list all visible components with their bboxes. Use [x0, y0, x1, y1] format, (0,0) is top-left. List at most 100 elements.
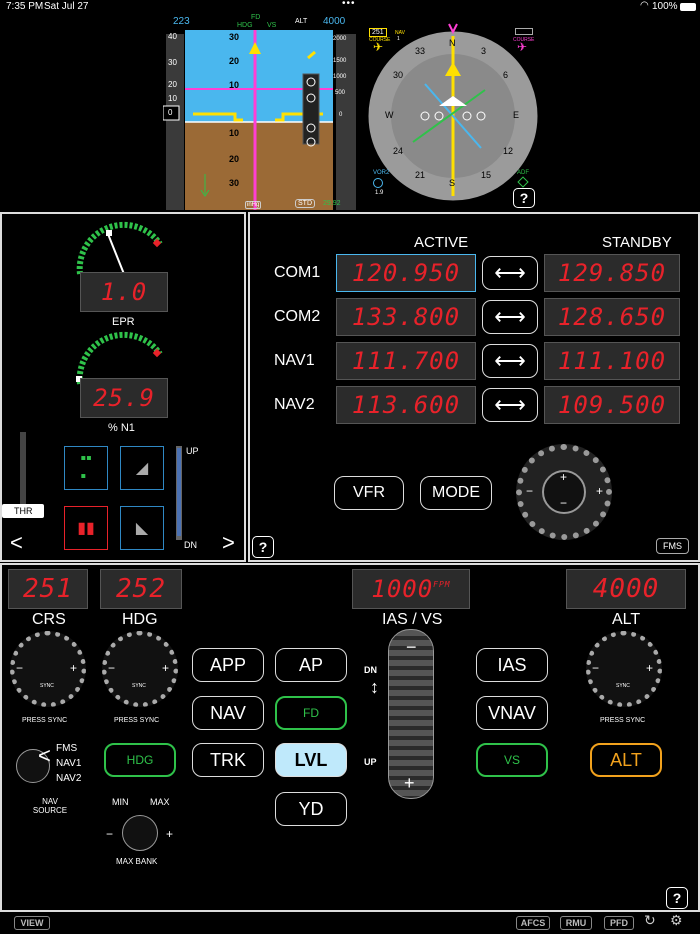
- app-button[interactable]: APP: [192, 648, 264, 682]
- radio-row: COM1 120.950⟷129.850: [250, 254, 700, 294]
- settings-gear-icon[interactable]: ⚙: [670, 912, 683, 928]
- standby-frequency[interactable]: 109.500: [544, 386, 680, 424]
- vs-thumbwheel[interactable]: [388, 629, 434, 799]
- refresh-icon[interactable]: ↻: [644, 912, 656, 928]
- wifi-icon: ◠: [640, 0, 649, 11]
- active-frequency[interactable]: 120.950: [336, 254, 476, 292]
- alt-display: 4000: [566, 569, 686, 609]
- next-page-button[interactable]: >: [222, 530, 235, 555]
- nav-number: 1: [397, 36, 400, 42]
- ap-button[interactable]: AP: [275, 648, 347, 682]
- hdg-knob[interactable]: [102, 631, 178, 707]
- flaps-button[interactable]: ◣: [120, 506, 164, 550]
- afcs-button[interactable]: AFCS: [516, 916, 550, 930]
- course-readout: 251: [369, 28, 387, 37]
- crs-display: 251: [8, 569, 88, 609]
- compass-label: 6: [503, 70, 509, 80]
- speed-tape-label: 30: [168, 58, 177, 67]
- active-frequency[interactable]: 113.600: [336, 386, 476, 424]
- inner-minus-icon: −: [560, 496, 568, 510]
- wing-icon: ◢: [135, 460, 149, 477]
- flap-icon: ◣: [135, 520, 149, 537]
- radio-name: NAV1: [274, 352, 315, 369]
- radio-name: COM2: [274, 308, 321, 325]
- compass-label: N: [449, 38, 456, 48]
- hsi-display[interactable]: N 3 6 E 12 15 S 21 24 W 30 33 251 COURSE…: [365, 14, 540, 212]
- view-button[interactable]: VIEW: [14, 916, 50, 930]
- mode-button[interactable]: MODE: [420, 476, 492, 510]
- active-frequency[interactable]: 133.800: [336, 298, 476, 336]
- crs-knob[interactable]: [10, 631, 86, 707]
- tuning-knob-inner[interactable]: [542, 470, 586, 514]
- bank-min-label: MIN: [112, 797, 129, 807]
- vor2-circle-icon: [373, 178, 383, 188]
- standby-frequency[interactable]: 129.850: [544, 254, 680, 292]
- swap-button[interactable]: ⟷: [482, 388, 538, 422]
- active-frequency[interactable]: 111.700: [336, 342, 476, 380]
- swap-button[interactable]: ⟷: [482, 256, 538, 290]
- alt-tape-label: 0: [339, 112, 343, 118]
- vs-button[interactable]: VS: [476, 743, 548, 777]
- swap-button[interactable]: ⟷: [482, 344, 538, 378]
- vfr-button[interactable]: VFR: [334, 476, 404, 510]
- nav-source-label: NAV SOURCE: [32, 797, 68, 815]
- wheel-plus-icon: +: [404, 773, 415, 793]
- compass-label: 12: [503, 146, 514, 156]
- help-button-hsi[interactable]: ?: [513, 188, 535, 208]
- prev-page-button[interactable]: <: [10, 530, 23, 555]
- alt-knob[interactable]: [586, 631, 662, 707]
- alt-press-sync: PRESS SYNC: [600, 717, 646, 724]
- hdg-mode-button[interactable]: HDG: [104, 743, 176, 777]
- compass-label: 15: [481, 170, 492, 180]
- lvl-button[interactable]: LVL: [275, 743, 347, 777]
- alt-bug-readout: 4000: [323, 16, 346, 27]
- help-button-radio[interactable]: ?: [252, 536, 274, 558]
- throttle-lever[interactable]: [2, 504, 44, 518]
- alt-tape-label: 2000: [333, 36, 347, 42]
- standby-header: STANDBY: [602, 234, 672, 251]
- battery-percent: 100%: [652, 1, 678, 12]
- radio-name: COM1: [274, 264, 321, 281]
- n1-display: 25.9: [80, 378, 168, 418]
- nav-source-knob[interactable]: [16, 749, 50, 783]
- swap-button[interactable]: ⟷: [482, 300, 538, 334]
- trim-up-label: UP: [186, 446, 199, 456]
- battery-icon: [680, 3, 696, 11]
- brake-button[interactable]: ▮▮: [64, 506, 108, 550]
- fd-button[interactable]: FD: [275, 696, 347, 730]
- nav-button[interactable]: NAV: [192, 696, 264, 730]
- radio-row: NAV1 111.700⟷111.100: [250, 342, 700, 382]
- fuel-pump-button[interactable]: ▪▪▪: [64, 446, 108, 490]
- nav-source-fms: FMS: [56, 743, 78, 754]
- max-bank-knob[interactable]: [122, 815, 158, 851]
- nav-source-nav2: NAV2: [56, 773, 82, 784]
- alt-mode-button[interactable]: ALT: [590, 743, 662, 777]
- standby-frequency[interactable]: 111.100: [544, 342, 680, 380]
- fma-alt: ALT: [295, 18, 308, 25]
- ias-button[interactable]: IAS: [476, 648, 548, 682]
- vnav-button[interactable]: VNAV: [476, 696, 548, 730]
- compass-label: S: [449, 178, 456, 188]
- spoiler-button[interactable]: ◢: [120, 446, 164, 490]
- pitch-label: 10: [229, 80, 240, 90]
- trk-button[interactable]: TRK: [192, 743, 264, 777]
- help-button-autopilot[interactable]: ?: [666, 887, 688, 909]
- course-label: COURSE: [369, 37, 391, 43]
- inner-plus-icon: +: [560, 470, 568, 484]
- yd-button[interactable]: YD: [275, 792, 347, 826]
- baro-std-button[interactable]: STD: [295, 199, 315, 208]
- fms-button[interactable]: FMS: [656, 538, 689, 554]
- engine-panel: 1.0 EPR 25.9 % N1 THR ▪▪▪ ◢ ▮▮ ◣ UP DN <…: [0, 212, 246, 562]
- autopilot-panel: 251 CRS 252 HDG 1000 FPM IAS / VS 4000 A…: [0, 563, 700, 912]
- rmu-button[interactable]: RMU: [560, 916, 592, 930]
- nav-source-pointer-icon: <: [38, 743, 51, 768]
- throttle-label: THR: [14, 506, 33, 516]
- vs-display: 1000 FPM: [352, 569, 470, 609]
- epr-display: 1.0: [80, 272, 168, 312]
- primary-flight-display[interactable]: 223 FD HDG VS ALT 4000 30 20 10 10 20 30…: [163, 14, 358, 212]
- standby-frequency[interactable]: 128.650: [544, 298, 680, 336]
- vs-unit: FPM: [433, 580, 451, 589]
- wheel-minus-icon: −: [406, 637, 417, 657]
- pfd-button[interactable]: PFD: [604, 916, 634, 930]
